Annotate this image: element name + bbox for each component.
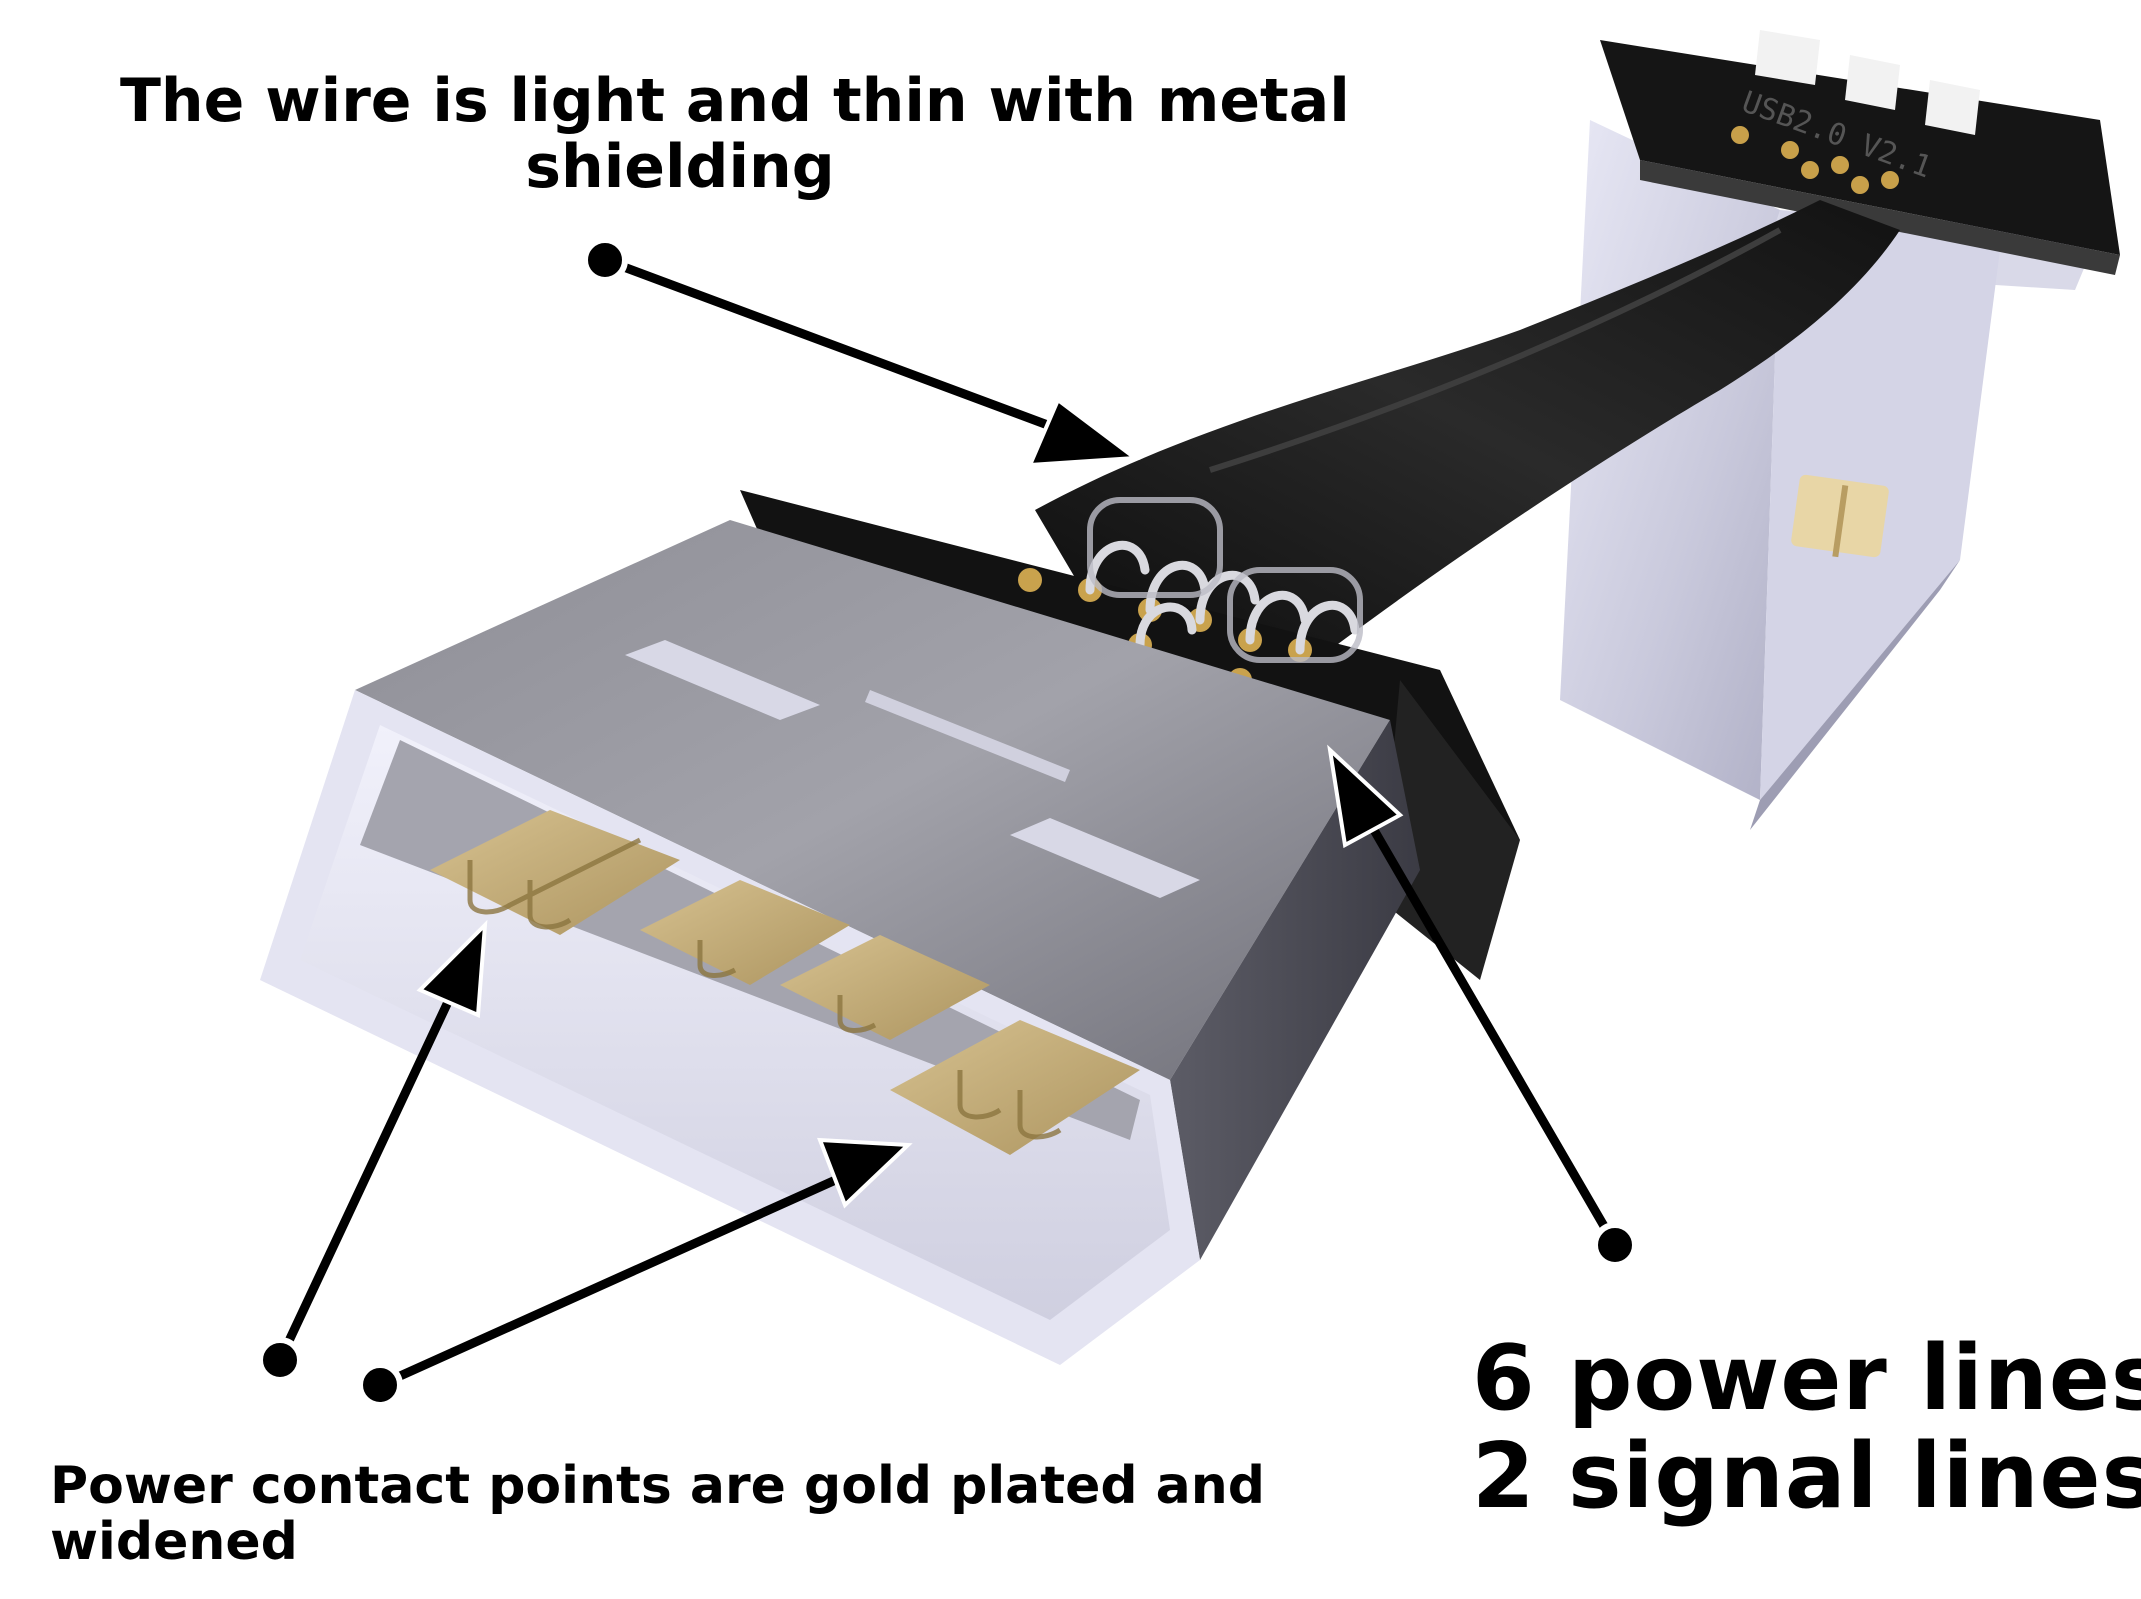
- annotation-gold-contacts: Power contact points are gold plated and…: [50, 1456, 1266, 1572]
- annotation-gold-contacts-line1: Power contact points are gold plated and: [50, 1456, 1266, 1516]
- rear-pcb: USB2.0 V2.1: [1600, 30, 2120, 275]
- annotation-power-lines: 6 power lines: [1472, 1326, 2141, 1431]
- front-usb-plug: [260, 520, 1420, 1365]
- arrow-pins: [1327, 744, 1638, 1268]
- annotation-cable-shielding: The wire is light and thin with metal sh…: [120, 66, 1350, 202]
- annotation-cable-shielding-line1: The wire is light and thin with metal: [120, 66, 1350, 136]
- annotation-line-count: 6 power lines 2 signal lines: [1472, 1326, 2141, 1529]
- arrow-contact-2: [357, 1137, 913, 1408]
- arrow-contact-1: [257, 919, 488, 1383]
- gold-contacts: [430, 810, 1140, 1155]
- annotation-signal-lines: 2 signal lines: [1472, 1424, 2141, 1529]
- callout-arrows: [257, 237, 1638, 1408]
- annotation-cable-shielding-line2: shielding: [525, 132, 835, 202]
- flat-cable: [1035, 200, 1900, 650]
- arrow-cable: [582, 237, 1141, 468]
- annotation-gold-contacts-line2: widened: [50, 1512, 298, 1572]
